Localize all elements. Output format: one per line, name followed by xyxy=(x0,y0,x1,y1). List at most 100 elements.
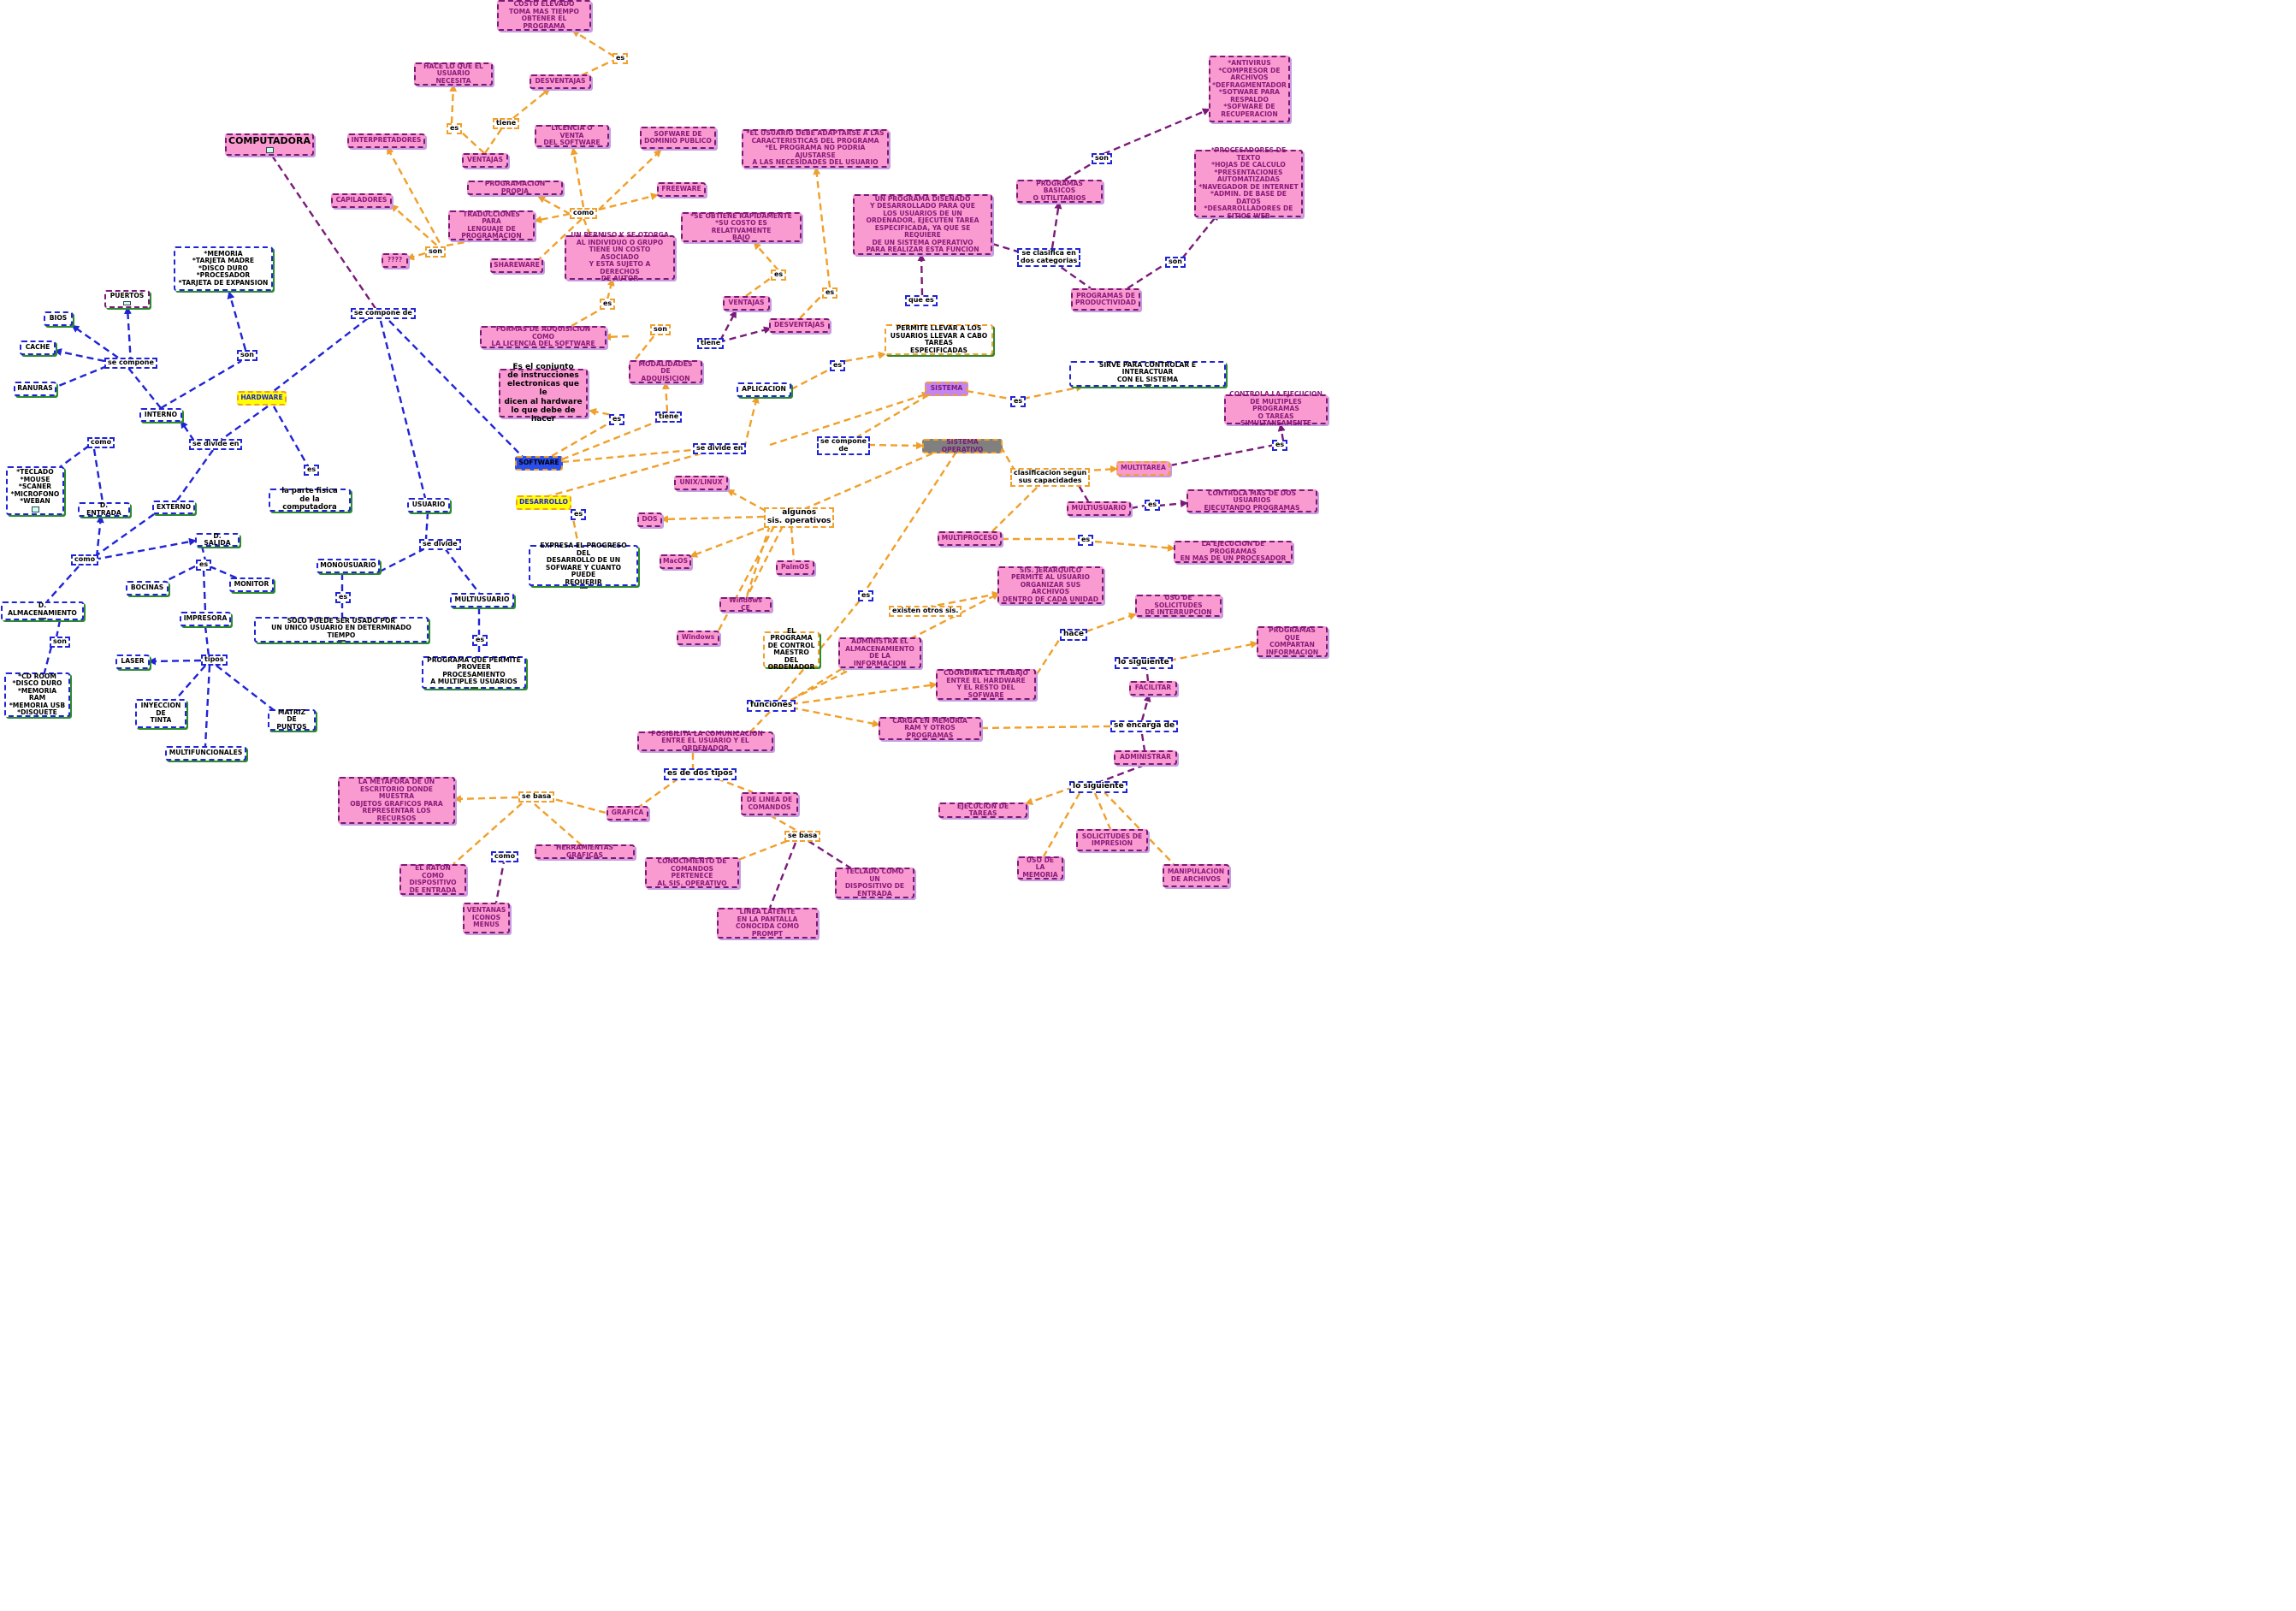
node-procesadores[interactable]: *PROCESADORES DE TEXTO *HOJAS DE CALCULO… xyxy=(1194,146,1303,219)
node-externo[interactable]: EXTERNO xyxy=(152,500,195,514)
node-ventajas-licencia[interactable]: VENTAJAS xyxy=(462,153,508,168)
node-inyeccion[interactable]: INYECCION DE TINTA xyxy=(135,699,186,728)
node-uso-memoria[interactable]: USO DE LA MEMORIA xyxy=(1017,856,1063,880)
node-capiladores[interactable]: CAPILADORES xyxy=(331,193,392,208)
node-windows[interactable]: Windows xyxy=(677,631,719,645)
node-internal-list[interactable]: *MEMORIA *TARJETA MADRE *DISCO DURO *PRO… xyxy=(174,246,273,291)
node-interno[interactable]: INTERNO xyxy=(139,408,182,422)
connector-line xyxy=(788,664,849,703)
node-question[interactable]: ???? xyxy=(382,253,408,268)
node-desarrollo[interactable]: DESARROLLO xyxy=(516,495,571,510)
node-d-salida[interactable]: D. SALIDA xyxy=(195,532,240,547)
node-mono-desc[interactable]: SOLO PUEDE SER USADO POR UN UNICO USUARI… xyxy=(254,617,429,643)
node-des-desc[interactable]: EXPRESA EL PROGRESO DEL DESARROLLO DE UN… xyxy=(529,542,638,589)
node-sistema-operativo[interactable]: SISTEMA OPERATIVO xyxy=(922,438,1003,453)
node-d-almacenamiento[interactable]: D. ALMACENAMIENTO xyxy=(1,601,84,620)
node-parte-fisica[interactable]: la parte fisica de la computadora xyxy=(269,487,351,512)
node-hace-lo-que[interactable]: HACE LO QUE EL USUARIO NECESITA xyxy=(414,62,493,86)
node-teclado[interactable]: TECLADO COMO UN DISPOSITIVO DE ENTRADA xyxy=(835,868,914,898)
node-hardware[interactable]: HARDWARE xyxy=(237,391,287,406)
node-ejecucion-mas[interactable]: LA EJECUCION DE PROGRAMAS EN MAS DE UN P… xyxy=(1174,540,1293,563)
node-windows-ce[interactable]: Windows CE xyxy=(719,596,772,612)
node-costo[interactable]: COSTO ELEVADO TOMA MAS TIEMPO OBTENER EL… xyxy=(497,0,591,31)
node-solicitudes-impresion[interactable]: SOLICITUDES DE IMPRESION xyxy=(1076,829,1148,851)
node-bios[interactable]: BIOS xyxy=(44,311,73,326)
node-multiusuario-so[interactable]: MULTIUSUARIO xyxy=(1067,501,1131,516)
node-herramientas[interactable]: HERRAMIENTAS GRAFICAS xyxy=(535,844,635,859)
node-permiso[interactable]: UN PERMISO K SE OTORGA AL INDIVIDUO O GR… xyxy=(565,231,675,282)
node-linea-comandos[interactable]: DE LINEA DE COMANDOS xyxy=(741,792,798,815)
node-controla-mas[interactable]: CONTROLA MAS DE DOS USUARIOS EJECUTANDO … xyxy=(1186,489,1317,512)
node-metafora[interactable]: LA METAFORA DE UN ESCRITORIO DONDE MUEST… xyxy=(338,777,455,824)
node-permite-llevar[interactable]: PERMITE LLEVAR A LOS USUARIOS LLEVAR A C… xyxy=(885,324,993,355)
node-multi-desc[interactable]: PROGRAMA QUE PERMITE PROVEER PROCESAMIEN… xyxy=(422,656,526,689)
node-sirve-para[interactable]: SIRVE PARA CONTROLAR E INTERACTUAR CON E… xyxy=(1069,361,1226,387)
node-software[interactable]: SOFTWARE xyxy=(515,456,563,471)
node-palmos[interactable]: PalmOS xyxy=(776,560,814,575)
node-modalidades[interactable]: MODALIDADES DE ADQUISICION xyxy=(629,360,702,383)
node-laser[interactable]: LASER xyxy=(115,654,150,669)
node-impresora[interactable]: IMPRESORA xyxy=(180,612,231,626)
node-programas-productividad[interactable]: PROGRAMAS DE PRODUCTIVIDAD xyxy=(1071,288,1140,311)
node-input-list[interactable]: *TECLADO *MOUSE *SCANER *MICROFONO *WEBA… xyxy=(6,466,64,515)
node-macos[interactable]: MacOS xyxy=(660,554,691,569)
node-administra-alm[interactable]: ADMINISTRA EL ALMACENAMIENTO DE LA INFOR… xyxy=(838,637,921,668)
node-desventajas-modalidades[interactable]: DESVENTAJAS xyxy=(769,318,830,333)
node-programacion-propia[interactable]: PROGRAMACION PROPIA xyxy=(467,180,563,195)
node-matriz[interactable]: MATRIZ DE PUNTOS xyxy=(268,708,316,731)
node-programas-basicos[interactable]: PROGRAMAS BASICOS O UTILITARIOS xyxy=(1016,180,1103,203)
connector-line xyxy=(561,447,702,464)
node-dos[interactable]: DOS xyxy=(637,512,662,527)
node-linea-latente[interactable]: LINEA LATENTE EN LA PANTALLA CONOCIDA CO… xyxy=(717,908,818,939)
node-traducciones[interactable]: TRADUCCIONES PARA LENGUAJE DE PROGRAMACI… xyxy=(448,210,535,240)
node-interpretadores[interactable]: INTERPRETADORES xyxy=(347,133,425,148)
node-ranuras[interactable]: RANURAS xyxy=(14,382,56,396)
node-jerarquico[interactable]: SIS. JERARQUICO PERMITE AL USUARIO ORGAN… xyxy=(997,566,1104,604)
node-solicitudes-interrupcion[interactable]: USO DE SOLICITUDES DE INTERRUPCION xyxy=(1135,594,1222,617)
node-administrar[interactable]: ADMINISTRAR xyxy=(1114,750,1177,765)
node-multiusuario-usr[interactable]: MULTIUSUARIO xyxy=(450,593,514,607)
node-usuario[interactable]: USUARIO xyxy=(407,498,450,512)
node-antivirus[interactable]: *ANTIVIRUS *COMPRESOR DE ARCHIVOS *DEFRA… xyxy=(1209,56,1290,122)
node-storage-list[interactable]: *CD ROOM *DISCO DURO *MEMORIA RAM *MEMOR… xyxy=(4,672,70,717)
node-d-entrada[interactable]: D. ENTRADA xyxy=(78,501,130,517)
node-coordina[interactable]: COORDINA EL TRABAJO ENTRE EL HARDWARE Y … xyxy=(936,669,1036,700)
node-cache[interactable]: CACHE xyxy=(20,341,56,355)
node-carga-memoria[interactable]: CARGA EN MEMORIA RAM Y OTROS PROGRAMAS xyxy=(879,717,981,740)
node-licencia-venta[interactable]: LICENCIA O VENTA DEL SOFTWARE xyxy=(535,124,609,147)
node-unix[interactable]: UNIX/LINUX xyxy=(674,476,728,490)
node-monitor[interactable]: MONITOR xyxy=(229,577,274,592)
node-desventajas-licencia[interactable]: DESVENTAJAS xyxy=(530,74,591,89)
node-sw-desc[interactable]: Es el conjunto de instrucciones electron… xyxy=(499,363,588,423)
node-conocimiento[interactable]: CONOCIMIENTO DE COMANDOS PERTENECE AL SI… xyxy=(645,857,739,888)
node-rapido[interactable]: *SE OBTIENE RAPIDAMENTE *SU COSTO ES REL… xyxy=(681,212,802,242)
node-compartan[interactable]: PROGRAMAS QUE COMPARTAN INFORMACION xyxy=(1257,626,1328,657)
connector-line xyxy=(160,359,242,410)
node-ventajas-modalidades[interactable]: VENTAJAS xyxy=(723,296,770,311)
node-monousuario[interactable]: MONOUSUARIO xyxy=(317,559,380,573)
node-adaptarse[interactable]: *EL USUARIO DEBE ADAPTARSE A LAS CARACTE… xyxy=(742,129,889,168)
node-ventanas[interactable]: VENTANAS ICONOS MENUS xyxy=(463,903,510,933)
node-shareware[interactable]: SHAREWARE xyxy=(490,258,543,273)
connector-line xyxy=(406,252,426,261)
node-computadora[interactable]: COMPUTADORA xyxy=(225,133,314,156)
node-posibilita[interactable]: *POSIBILITA LA COMUNICACION ENTRE EL USU… xyxy=(637,730,773,752)
node-programa-disenado[interactable]: UN PROGRAMA DISEÑADO Y DESARROLLADO PARA… xyxy=(853,194,992,255)
node-facilitar[interactable]: FACILITAR xyxy=(1129,681,1177,696)
node-multiproceso[interactable]: MULTIPROCESO xyxy=(938,531,1002,546)
node-bocinas[interactable]: BOCINAS xyxy=(126,581,169,595)
node-formas[interactable]: FORMAS DE ADQUISICION COMO LA LICENCIA D… xyxy=(480,325,607,348)
node-controla[interactable]: CONTROLA LA EJECUCION DE MULTIPLES PROGR… xyxy=(1224,390,1328,427)
node-manipulacion[interactable]: MANIPULACION DE ARCHIVOS xyxy=(1163,864,1229,887)
node-dominio-publico[interactable]: SOFWARE DE DOMINIO PUBLICO xyxy=(640,127,716,149)
node-sistema[interactable]: SISTEMA xyxy=(925,382,968,396)
node-grafica[interactable]: GRAFICA xyxy=(607,806,648,820)
node-multifuncionales[interactable]: MULTIFUNCIONALES xyxy=(165,746,246,761)
node-multitarea[interactable]: MULTITAREA xyxy=(1116,461,1170,476)
node-programa-control[interactable]: EL PROGRAMA DE CONTROL MAESTRO DEL ORDEN… xyxy=(763,627,820,671)
node-ejecucion-tareas[interactable]: EJECUCION DE TAREAS xyxy=(938,803,1027,818)
node-freeware[interactable]: FREEWARE xyxy=(657,182,706,197)
node-puertos[interactable]: PUERTOS xyxy=(104,290,150,308)
node-raton[interactable]: EL RATON COMO DISPOSITIVO DE ENTRADA xyxy=(399,864,466,895)
node-aplicacion[interactable]: APLICACION xyxy=(737,382,791,397)
